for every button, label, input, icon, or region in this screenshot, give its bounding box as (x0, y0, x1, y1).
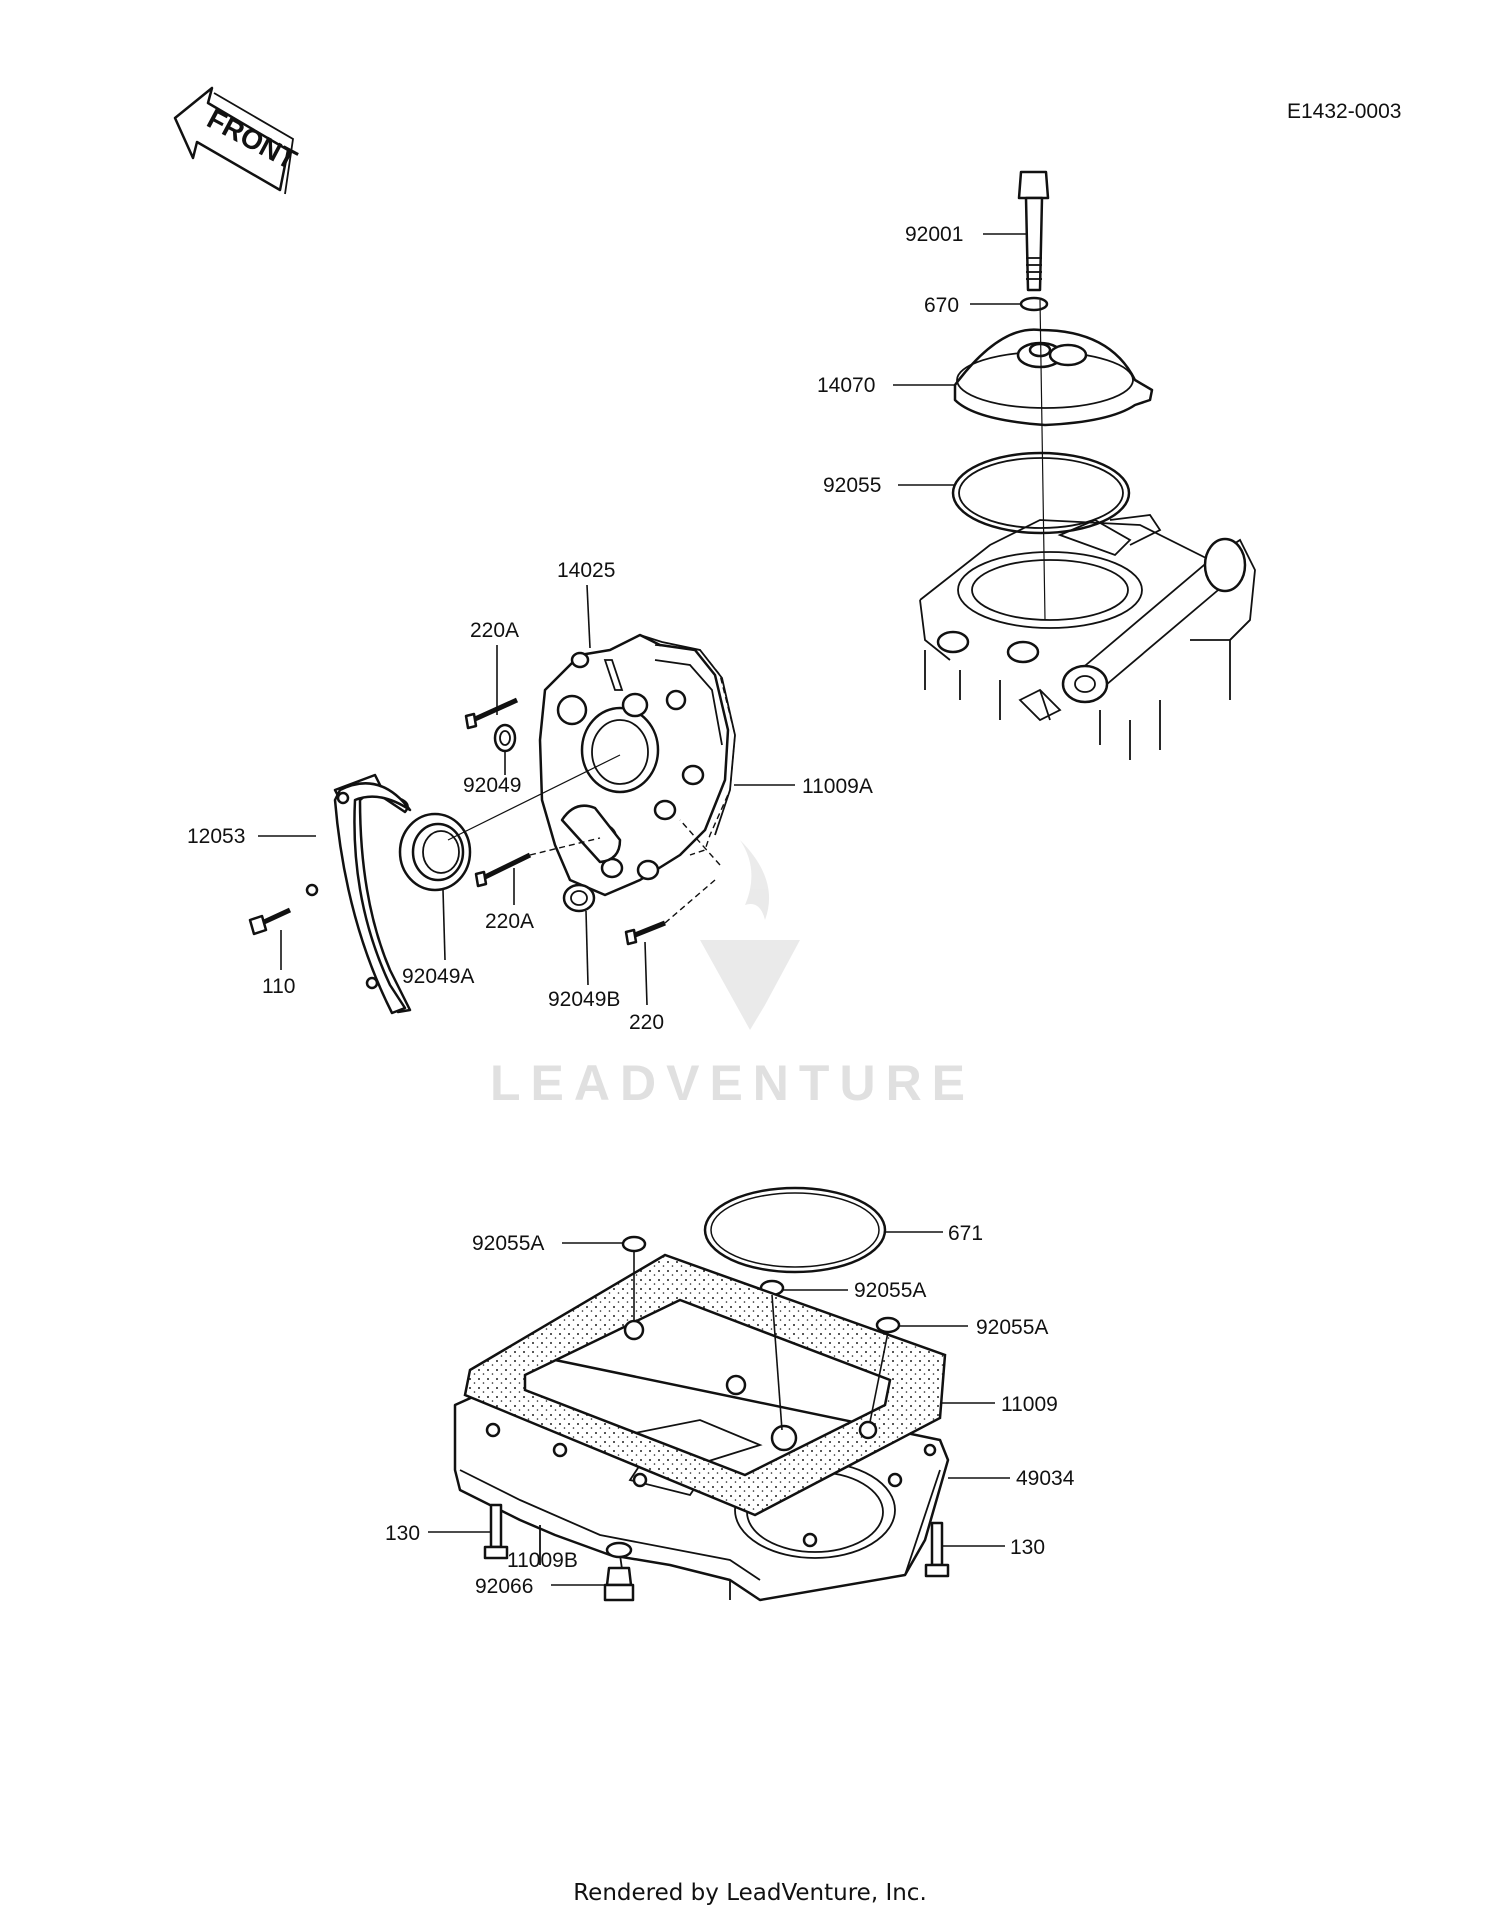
callout-11009b: 11009B (507, 1549, 578, 1572)
callout-130-left: 130 (385, 1522, 420, 1545)
callout-92049a: 92049A (402, 965, 474, 988)
callout-220a-top: 220A (470, 619, 519, 642)
front-arrow-icon: FRONT (173, 86, 302, 195)
gasket-11009-drawing (463, 1253, 947, 1517)
oring-671-drawing (703, 1186, 887, 1274)
watermark-logo: LEADVENTURE (490, 840, 975, 1111)
callout-110: 110 (262, 975, 295, 998)
plug-92066-drawing (603, 1566, 635, 1602)
callout-220a-bottom: 220A (485, 910, 534, 933)
bolts-pan-interior-drawing (623, 1319, 878, 1452)
callout-12053: 12053 (187, 825, 245, 848)
bolt-220-drawing (624, 920, 666, 946)
callout-92055: 92055 (823, 474, 881, 497)
callout-labels: 92001 670 14070 92055 14025 220A 92049 1… (187, 223, 1075, 1598)
callout-92055a-2: 92055A (854, 1279, 926, 1302)
callout-92049: 92049 (463, 774, 521, 797)
diagram-id: E1432-0003 (1287, 100, 1401, 123)
callout-49034: 49034 (1016, 1467, 1075, 1490)
footer-credit: Rendered by LeadVenture, Inc. (573, 1880, 927, 1906)
oring-92055-drawing (951, 451, 1131, 535)
callout-14025: 14025 (557, 559, 615, 582)
seal-92049a-drawing (398, 812, 472, 892)
washer-11009b-drawing (605, 1541, 633, 1559)
callout-92066: 92066 (475, 1575, 533, 1598)
callout-92055a-3: 92055A (976, 1316, 1048, 1339)
bolt-130-right-drawing (924, 1521, 950, 1578)
callout-671: 671 (948, 1222, 983, 1245)
cover-14025-drawing (538, 633, 736, 897)
bolt-92001-drawing (1017, 170, 1050, 292)
callout-670: 670 (924, 294, 959, 317)
callout-11009a: 11009A (802, 775, 873, 798)
callout-11009: 11009 (1001, 1393, 1058, 1416)
callout-92055a-1: 92055A (472, 1232, 544, 1255)
bolt-220a-bottom-drawing (474, 852, 532, 888)
callout-220: 220 (629, 1011, 664, 1034)
callout-14070: 14070 (817, 374, 875, 397)
bracket-12053-drawing (305, 773, 412, 1015)
washer-92055a-3-drawing (875, 1316, 901, 1334)
cover-14070-drawing (953, 328, 1154, 427)
leader-lines (258, 233, 1026, 1586)
washer-670-drawing (1019, 296, 1049, 312)
callout-92001: 92001 (905, 223, 963, 246)
bolt-220a-top-drawing (464, 697, 519, 730)
washer-92055a-1-drawing (621, 1235, 647, 1253)
bolt-110-drawing (248, 907, 292, 936)
seal-92049-drawing (493, 723, 517, 753)
crankcase-partial-drawing (919, 514, 1256, 760)
seal-92049b-drawing (562, 883, 596, 913)
callout-130-right: 130 (1010, 1536, 1045, 1559)
gasket-11009a-drawing (654, 644, 736, 856)
watermark-text: LEADVENTURE (490, 1055, 975, 1111)
callout-92049b: 92049B (548, 988, 620, 1011)
bolt-130-left-drawing (483, 1503, 509, 1560)
